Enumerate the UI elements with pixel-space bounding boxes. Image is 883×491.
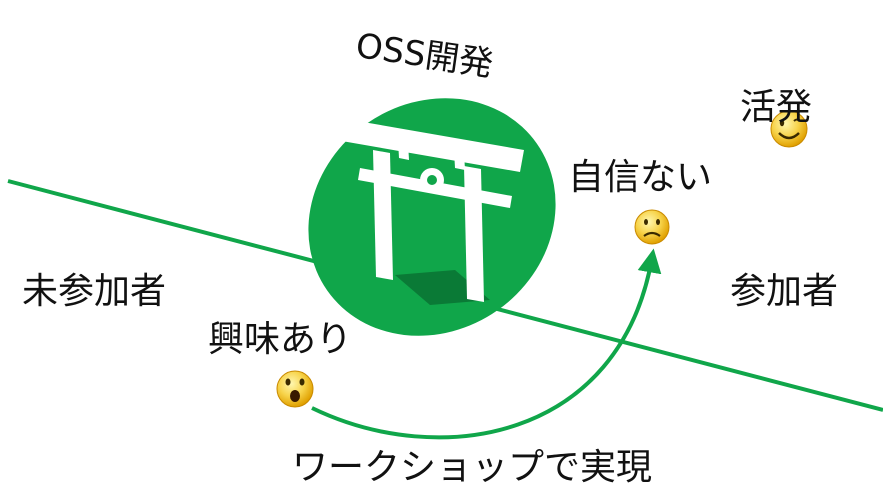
active-label: 活発 [740,87,813,128]
worried-face-icon [634,209,670,245]
surprised-face-icon [276,370,314,408]
workshop-label: ワークショップで実現 [292,447,653,488]
torii-gate-icon [308,98,556,336]
non-participant-label: 未参加者 [22,271,167,312]
participant-label: 参加者 [730,271,839,312]
workshop-arrow [311,248,662,440]
interested-label: 興味あり [208,319,353,360]
smile-face-icon [770,110,808,148]
not-confident-label: 自信ない [568,157,713,198]
